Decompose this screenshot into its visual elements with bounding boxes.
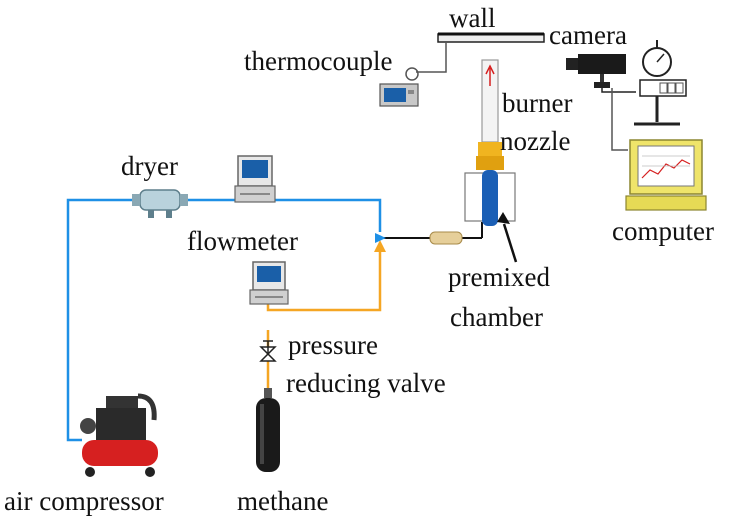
connector-hose [429, 231, 463, 245]
camera-cable [611, 88, 628, 151]
pointer-arrowhead [497, 212, 510, 224]
camera-mount [601, 88, 636, 93]
label-air-compressor: air compressor [4, 486, 164, 516]
label-dryer: dryer [121, 151, 178, 181]
label-computer: computer [612, 216, 714, 246]
label-flowmeter: flowmeter [187, 226, 298, 256]
thermocouple-icon [379, 42, 447, 107]
label-premixed: premixed [448, 262, 550, 292]
air-line [66, 198, 382, 442]
label-thermocouple: thermocouple [244, 46, 392, 76]
label-pressure: pressure [288, 330, 378, 360]
dryer-icon [132, 189, 188, 218]
mixture-line [382, 222, 483, 239]
label-reducing-valve: reducing valve [286, 368, 446, 398]
flowmeter-air-icon [234, 155, 276, 203]
air-flow-arrow [375, 233, 386, 243]
camera-icon [566, 40, 687, 126]
valve-icon [259, 340, 277, 362]
methane-flow-arrow [374, 240, 386, 252]
burner-icon [464, 59, 516, 226]
label-chamber: chamber [450, 302, 543, 332]
air-compressor-icon [80, 393, 158, 477]
label-camera: camera [549, 20, 627, 50]
computer-icon [625, 139, 707, 211]
label-methane: methane [237, 486, 328, 516]
label-wall: wall [449, 3, 496, 33]
label-nozzle: nozzle [500, 126, 570, 156]
premixed-chamber-pointer [502, 223, 518, 263]
label-burner: burner [502, 88, 572, 118]
flowmeter-methane-icon [249, 261, 289, 305]
methane-cylinder-icon [256, 388, 280, 472]
